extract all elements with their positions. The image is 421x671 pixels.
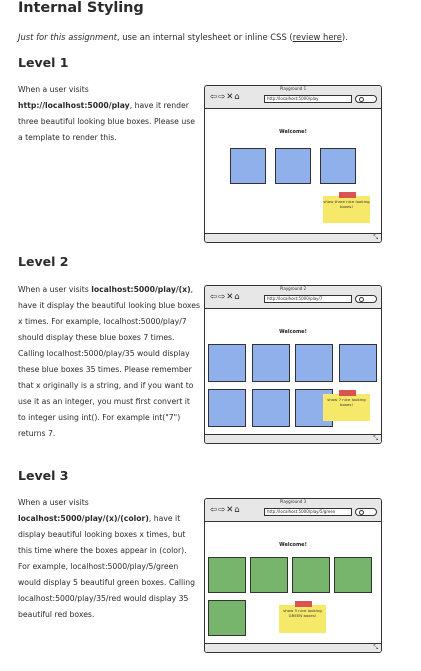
green-box xyxy=(208,600,246,636)
level-1-description: When a user visits http://localhost:5000… xyxy=(18,82,200,146)
arrow-right-icon: ⇨ xyxy=(218,92,227,102)
blue-box xyxy=(339,344,377,382)
level-3-description: When a user visits localhost:5000/play/(… xyxy=(18,495,200,623)
blue-box xyxy=(230,148,266,184)
welcome-text: Welcome! xyxy=(279,129,307,135)
level-1-text-post: , have it render three beautiful looking… xyxy=(18,101,195,142)
blue-box xyxy=(208,389,246,427)
window-title: Playground 2 xyxy=(279,286,307,291)
level-3-heading: Level 3 xyxy=(18,468,69,483)
level-3-text-post: , have it display beautiful looking boxe… xyxy=(18,514,196,619)
welcome-text: Welcome! xyxy=(279,329,307,335)
blue-box xyxy=(295,344,333,382)
level-3-mockup: Playground 3 ⇦⇨✕⌂ http://localhost:5000/… xyxy=(204,498,382,653)
search-icon xyxy=(355,508,377,516)
arrow-right-icon: ⇨ xyxy=(218,505,227,515)
green-box xyxy=(334,557,372,593)
level-1-text-pre: When a user visits xyxy=(18,85,89,94)
home-icon: ⌂ xyxy=(234,292,241,302)
resize-corner-icon: ⤡ xyxy=(373,644,378,651)
blue-box xyxy=(320,148,356,184)
level-2-route: localhost:5000/play/(x) xyxy=(91,285,191,294)
arrow-left-icon: ⇦ xyxy=(210,92,219,102)
resize-corner-icon: ⤡ xyxy=(373,234,378,241)
arrow-right-icon: ⇨ xyxy=(218,292,227,302)
level-3-text-pre: When a user visits xyxy=(18,498,89,507)
level-1-mockup: Playground 1 ⇦⇨✕⌂ http://localhost:5000/… xyxy=(204,85,382,243)
home-icon: ⌂ xyxy=(234,92,241,102)
level-1-heading: Level 1 xyxy=(18,55,69,70)
page-title: Internal Styling xyxy=(18,0,144,16)
note-text: show three nice looking boxes! xyxy=(323,199,370,209)
note-text: show 5 nice looking GREEN boxes! xyxy=(283,608,322,618)
level-1-route: http://localhost:5000/play xyxy=(18,101,130,110)
search-icon xyxy=(355,295,377,303)
close-x-icon: ✕ xyxy=(226,505,235,515)
nav-icons: ⇦⇨✕⌂ xyxy=(210,505,241,515)
intro-text: Just for this assignment, use an interna… xyxy=(18,31,410,43)
browser-toolbar: Playground 1 ⇦⇨✕⌂ http://localhost:5000/… xyxy=(205,86,381,109)
tape xyxy=(295,601,312,607)
window-title: Playground 3 xyxy=(279,499,307,504)
welcome-text: Welcome! xyxy=(279,542,307,548)
browser-toolbar: Playground 3 ⇦⇨✕⌂ http://localhost:5000/… xyxy=(205,499,381,522)
level-3-route: localhost:5000/play/(x)/(color) xyxy=(18,514,149,523)
tape xyxy=(339,390,356,396)
intro-end: ). xyxy=(341,32,348,42)
blue-box xyxy=(275,148,311,184)
blue-box xyxy=(252,389,290,427)
sticky-note: show three nice looking boxes! xyxy=(323,192,370,223)
window-title: Playground 1 xyxy=(279,86,307,91)
url-field: http://localhost:5000/play/5/green xyxy=(264,508,352,516)
review-link[interactable]: review here xyxy=(292,32,342,42)
resize-corner-icon: ⤡ xyxy=(373,435,378,442)
blue-box xyxy=(208,344,246,382)
url-field: http://localhost:5000/play/7 xyxy=(264,295,352,303)
nav-icons: ⇦⇨✕⌂ xyxy=(210,92,241,102)
close-x-icon: ✕ xyxy=(226,292,235,302)
level-2-mockup: Playground 2 ⇦⇨✕⌂ http://localhost:5000/… xyxy=(204,285,382,444)
search-icon xyxy=(355,95,377,103)
close-x-icon: ✕ xyxy=(226,92,235,102)
nav-icons: ⇦⇨✕⌂ xyxy=(210,292,241,302)
level-2-text-post: , have it display the beautiful looking … xyxy=(18,285,200,438)
arrow-left-icon: ⇦ xyxy=(210,292,219,302)
arrow-left-icon: ⇦ xyxy=(210,505,219,515)
note-text: show 7 nice looking boxes! xyxy=(327,397,366,407)
green-box xyxy=(250,557,288,593)
url-field: http://localhost:5000/play xyxy=(264,95,352,103)
level-2-description: When a user visits localhost:5000/play/(… xyxy=(18,282,200,442)
sticky-note: show 7 nice looking boxes! xyxy=(323,390,370,421)
home-icon: ⌂ xyxy=(234,505,241,515)
green-box xyxy=(208,557,246,593)
browser-footer: ⤡ xyxy=(205,643,381,652)
browser-footer: ⤡ xyxy=(205,434,381,443)
blue-box xyxy=(252,344,290,382)
browser-footer: ⤡ xyxy=(205,233,381,242)
tape xyxy=(339,192,356,198)
level-2-text-pre: When a user visits xyxy=(18,285,92,294)
intro-body: , use an internal stylesheet or inline C… xyxy=(116,32,293,42)
sticky-note: show 5 nice looking GREEN boxes! xyxy=(279,601,326,633)
level-2-heading: Level 2 xyxy=(18,254,69,269)
browser-toolbar: Playground 2 ⇦⇨✕⌂ http://localhost:5000/… xyxy=(205,286,381,309)
intro-italic: Just for this assignment xyxy=(18,32,117,42)
green-box xyxy=(292,557,330,593)
